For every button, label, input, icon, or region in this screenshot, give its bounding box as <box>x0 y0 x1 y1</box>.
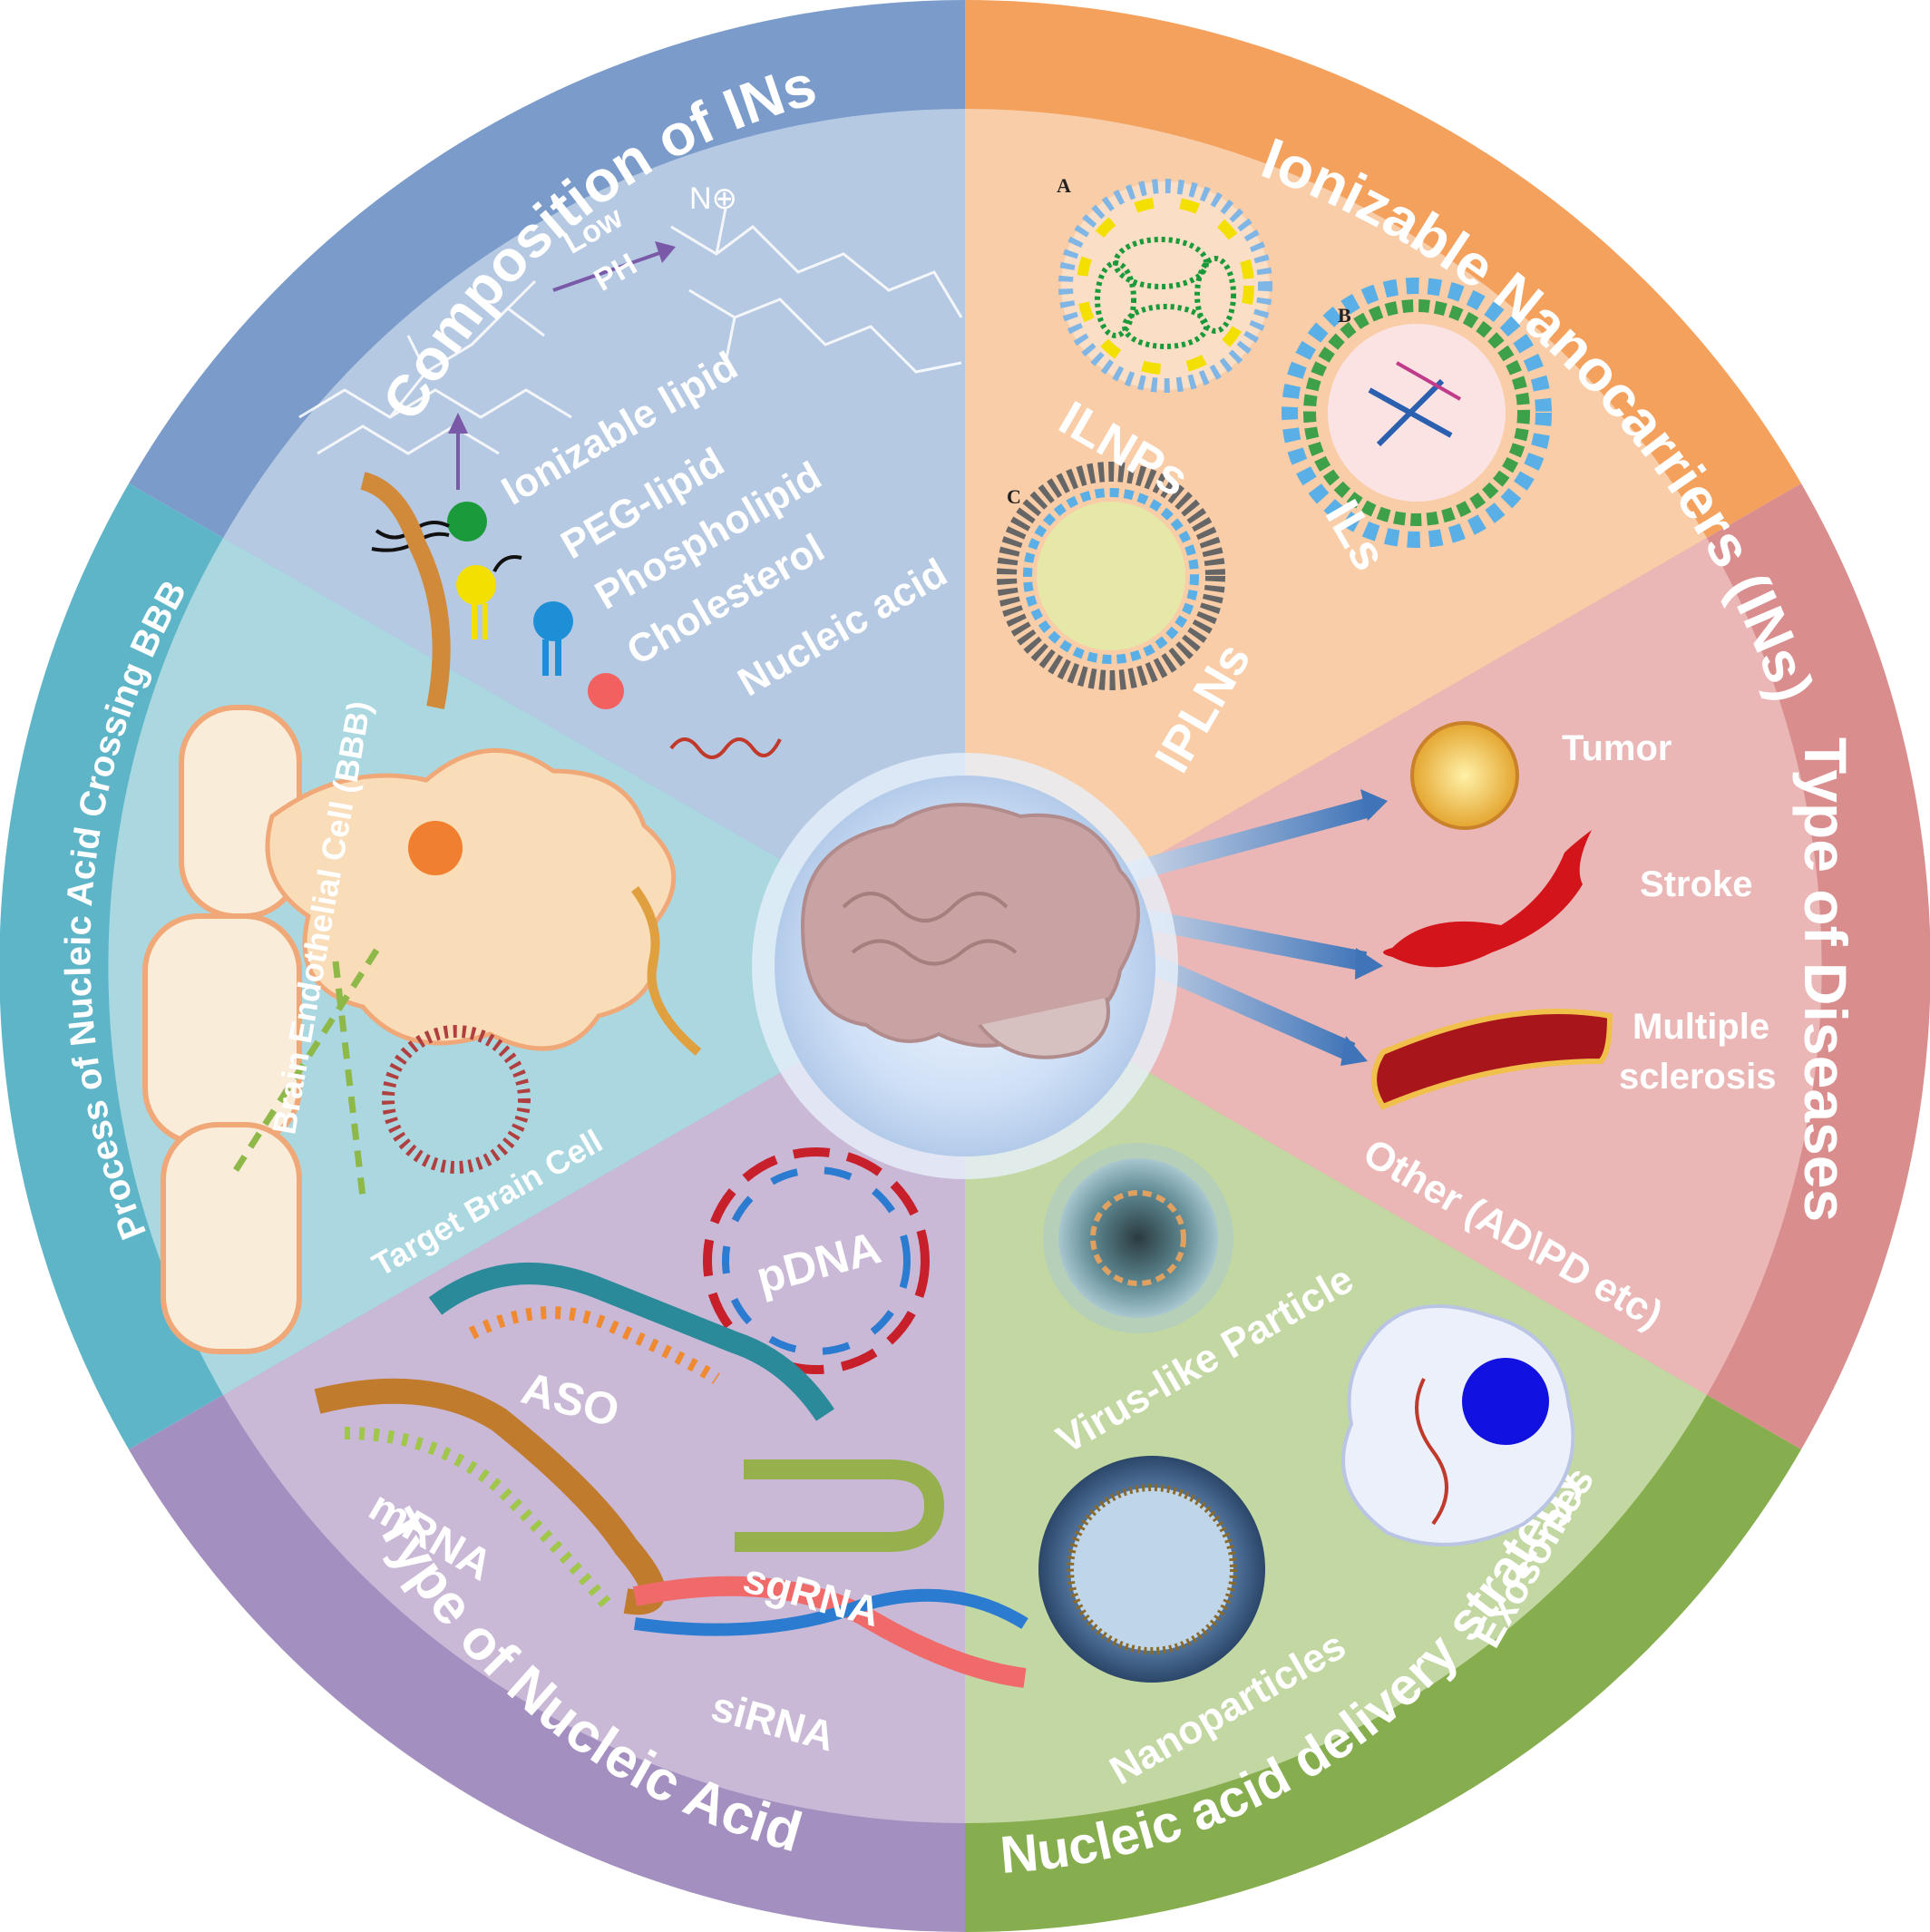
ilnp-particle-icon <box>1058 179 1272 393</box>
reaction-arrowhead <box>655 241 676 263</box>
ms-vessel-icon <box>1371 1009 1613 1110</box>
exosome-icon <box>1341 1304 1575 1547</box>
il-particle-icon <box>1282 278 1552 548</box>
nanoparticle-icon <box>1038 1456 1265 1683</box>
inner-nanocarriers <box>965 109 1707 966</box>
ln-particle-icon <box>382 1025 531 1174</box>
sirna-strand-icon <box>634 1588 1028 1636</box>
phospholipid-icon <box>533 601 573 676</box>
disease-multiple: Multiple <box>1633 1007 1769 1047</box>
nucleic-acid-icon <box>669 737 782 759</box>
dna-helix-icon <box>630 886 702 1056</box>
inner-diseases <box>965 538 1822 1395</box>
tumor-icon <box>1410 721 1519 830</box>
pdna-plasmid-icon <box>703 1147 930 1374</box>
cholesterol-icon <box>588 673 624 709</box>
crossing-arrows <box>233 942 384 1198</box>
lipid-structure-icon <box>298 208 963 455</box>
delivery-content: Virus-like Particle Exosomes Nanoparticl… <box>1038 1143 1603 1793</box>
disease-tumor: Tumor <box>1562 728 1672 768</box>
panel-letter-b: B <box>1338 304 1351 327</box>
brain-icon <box>800 803 1140 1059</box>
virus-like-particle-icon <box>1043 1143 1233 1333</box>
inner-composition <box>223 109 965 966</box>
aso-strand-icon <box>468 1306 720 1384</box>
disease-stroke: Stroke <box>1640 864 1753 904</box>
reaction-arrow <box>552 250 663 292</box>
panel-letter-c: C <box>1007 485 1021 508</box>
up-arrowhead <box>448 413 468 434</box>
diseases-title: Type of Diseases <box>1792 737 1859 1222</box>
nh-plus-label: N⊕ <box>689 181 737 216</box>
sgrna-loop-icon <box>735 1459 945 1552</box>
stroke-icon <box>1383 830 1592 968</box>
nucleus-icon <box>408 821 463 875</box>
panel-letter-a: A <box>1057 174 1071 197</box>
ipln-particle-icon <box>997 462 1225 690</box>
peg-lipid-icon <box>456 555 522 639</box>
bbb-content: Brain Endothelial Cell (BBB) Target Brai… <box>142 472 702 1354</box>
aso-helix-icon <box>428 1263 834 1421</box>
disease-sclerosis: sclerosis <box>1619 1057 1776 1097</box>
